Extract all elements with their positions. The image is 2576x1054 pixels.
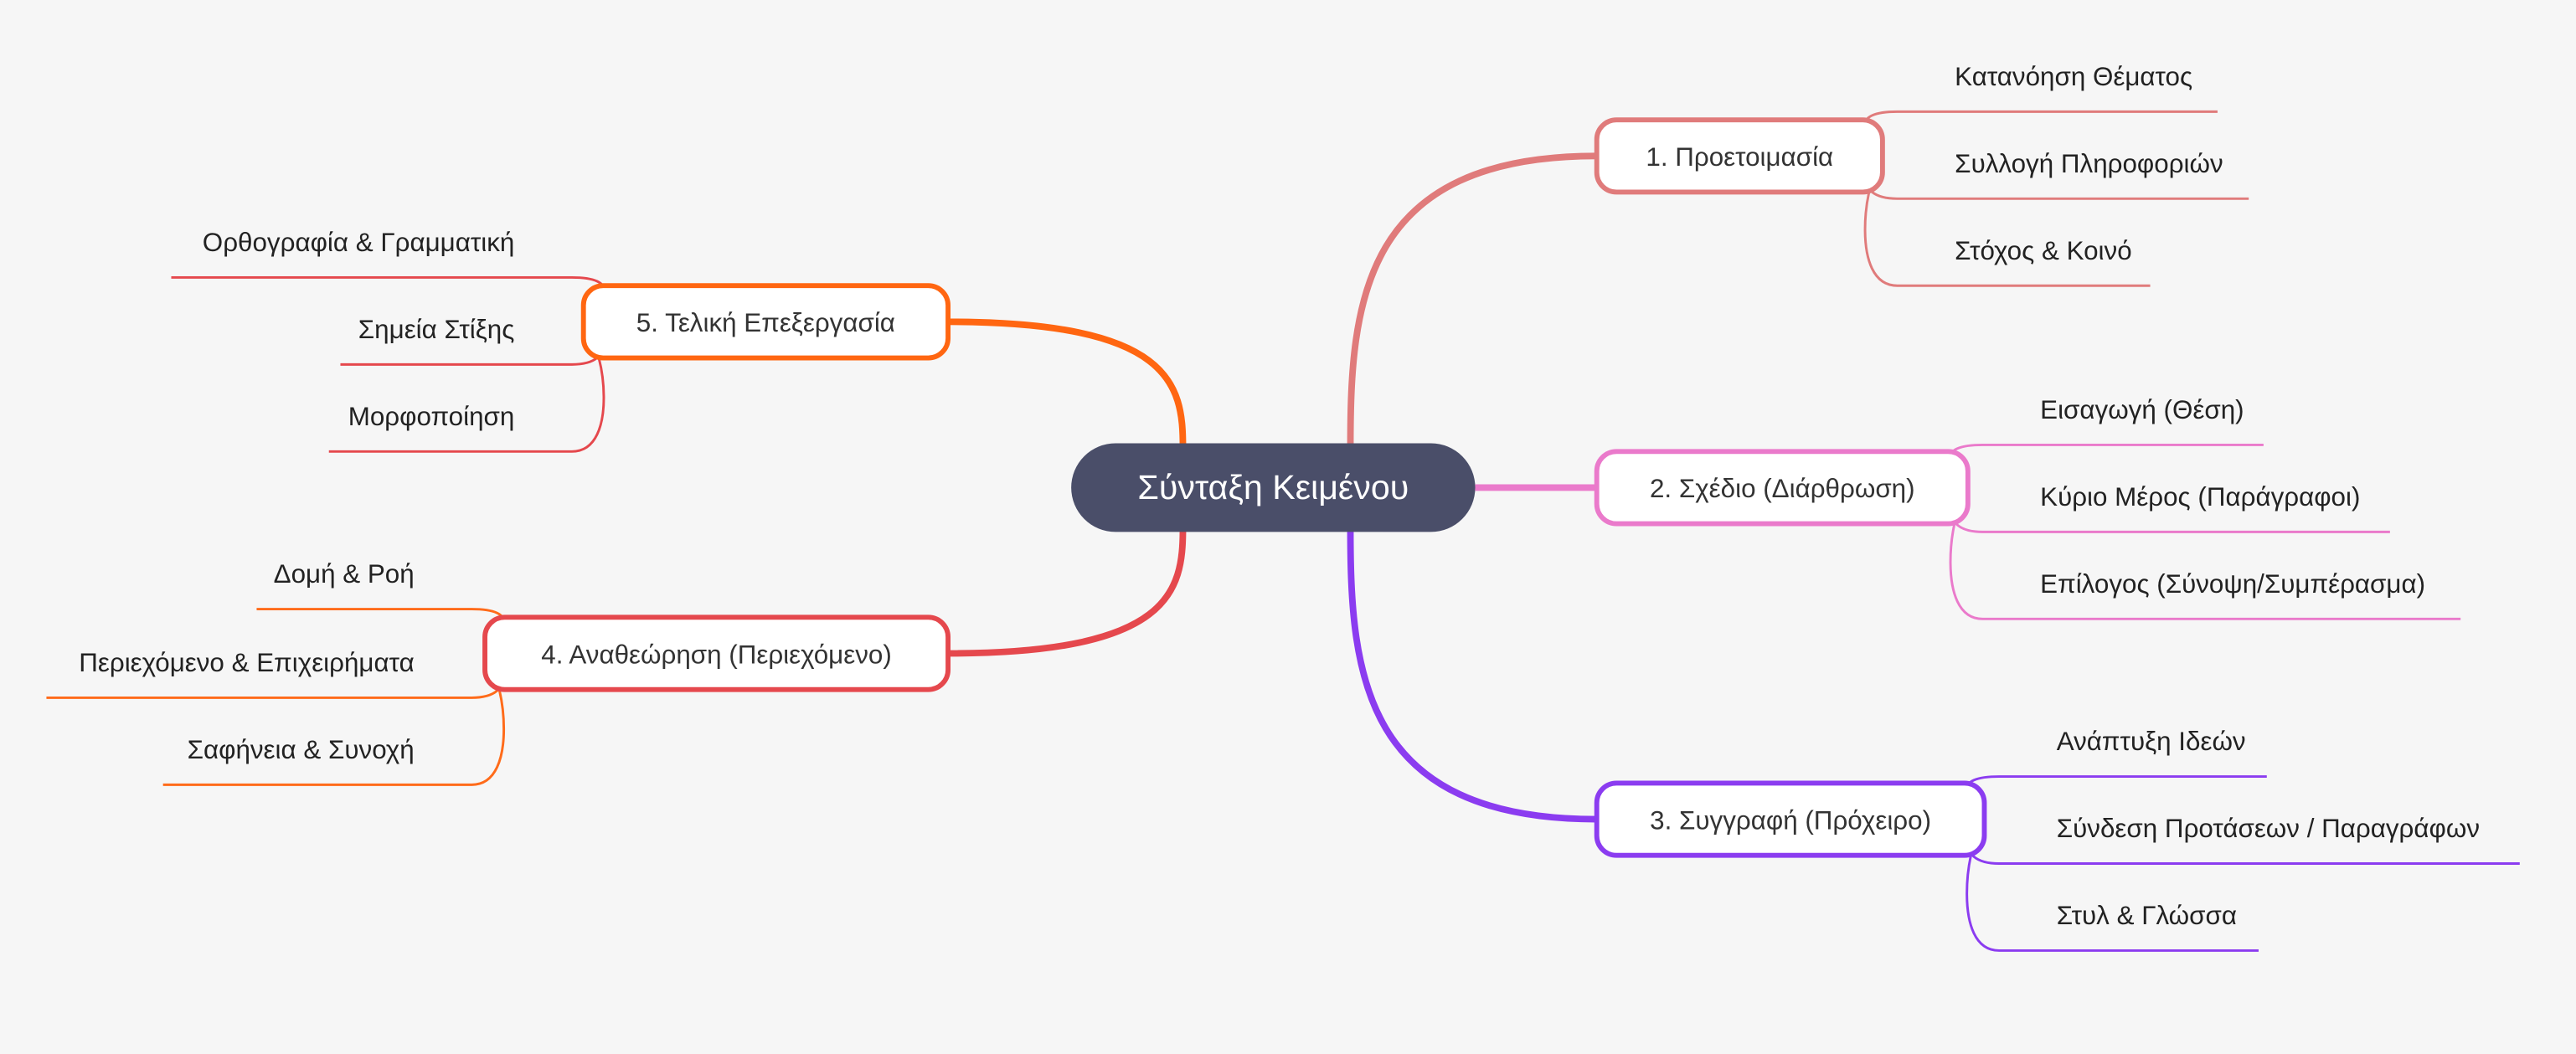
root-label: Σύνταξη Κειμένου [1137,468,1409,506]
child-connector [1863,110,2218,138]
child-node-label[interactable]: Δομή & Ροή [274,559,415,589]
child-connector [328,340,605,453]
branch-node[interactable]: 3. Συγγραφή (Πρόχειρο) [1594,780,1987,858]
child-node-label[interactable]: Συλλογή Πληροφοριών [1955,149,2223,178]
child-node-label[interactable]: Περιεχόμενο & Επιχειρήματα [79,648,414,677]
branch-connector [948,318,1187,447]
child-connector [1949,506,2461,620]
child-node-label[interactable]: Κύριο Μέρος (Παράγραφοι) [2040,482,2360,512]
child-node-label[interactable]: Κατανόηση Θέματος [1955,62,2192,91]
child-node-label[interactable]: Στόχος & Κοινό [1955,236,2131,265]
branch-node[interactable]: 2. Σχέδιο (Διάρθρωση) [1594,449,1971,527]
branch-label: 3. Συγγραφή (Πρόχειρο) [1650,805,1931,835]
branch-connector [948,528,1187,657]
child-connector [1949,443,2264,470]
branch-label: 2. Σχέδιο (Διάρθρωση) [1650,474,1915,503]
child-connector [171,275,605,304]
branch-node[interactable]: 5. Τελική Επεξεργασία [580,283,951,361]
child-connector [1965,837,2259,952]
branch-node[interactable]: 1. Προετοιμασία [1594,117,1885,195]
child-connector [1863,174,2151,287]
child-node-label[interactable]: Σημεία Στίξης [358,315,515,344]
branch-label: 4. Αναθεώρηση (Περιεχόμενο) [541,640,892,669]
child-node-label[interactable]: Εισαγωγή (Θέση) [2040,395,2244,424]
root-node[interactable]: Σύνταξη Κειμένου [1071,443,1476,532]
branch-label: 1. Προετοιμασία [1646,142,1833,172]
branch-label: 5. Τελική Επεξεργασία [636,308,895,337]
child-node-label[interactable]: Ανάπτυξη Ιδεών [2057,727,2246,756]
child-node-label[interactable]: Σαφήνεια & Συνοχή [188,735,415,764]
child-node-label[interactable]: Στυλ & Γλώσσα [2057,901,2237,930]
child-node-label[interactable]: Επίλογος (Σύνοψη/Συμπέρασμα) [2040,569,2425,599]
child-node-label[interactable]: Ορθογραφία & Γραμματική [203,228,515,257]
branch-connector [1347,152,1597,447]
child-connector [162,671,505,786]
child-connector [1965,775,2267,801]
child-node-label[interactable]: Μορφοποίηση [348,402,515,431]
branch-node[interactable]: 4. Αναθεώρηση (Περιεχόμενο) [482,614,951,692]
child-connector [256,608,505,635]
branch-connector [1347,528,1597,823]
child-node-label[interactable]: Σύνδεση Προτάσεων / Παραγράφων [2057,814,2480,843]
